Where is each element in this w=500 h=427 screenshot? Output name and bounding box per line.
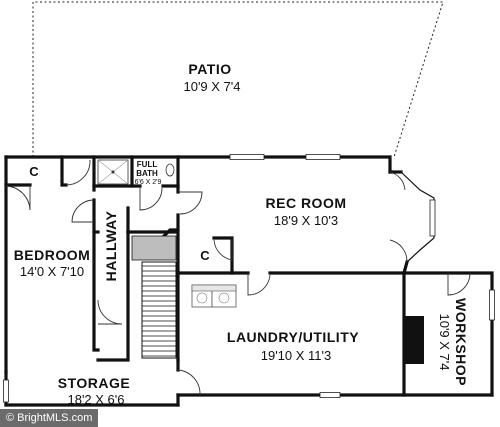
- rec-room-name: REC ROOM: [266, 195, 347, 211]
- workshop-bench: [404, 316, 424, 364]
- closet-mid-label: C: [200, 248, 210, 263]
- patio-dims: 10'9 X 7'4: [183, 79, 240, 94]
- bedroom-name: BEDROOM: [14, 247, 91, 263]
- storage-dims: 18'2 X 6'6: [67, 392, 124, 407]
- bedroom-dims: 14'0 X 7'10: [20, 264, 84, 279]
- workshop-dims: 10'9 X 7'4: [437, 313, 452, 370]
- patio-name: PATIO: [188, 61, 231, 77]
- watermark-badge: © BrightMLS.com: [0, 409, 99, 427]
- workshop-name: WORKSHOP: [453, 298, 469, 386]
- windows: [3, 154, 495, 403]
- door-swings: [5, 159, 471, 396]
- rec-room-dims: 18'9 X 10'3: [274, 213, 338, 228]
- walls: [4, 155, 494, 407]
- hallway-name: HALLWAY: [103, 211, 119, 282]
- bath-name-2: BATH: [136, 169, 158, 178]
- closet-top-label: C: [29, 164, 39, 179]
- stair-treads: [142, 265, 176, 357]
- laundry-appliances: [191, 284, 237, 308]
- laundry-name: LAUNDRY/UTILITY: [227, 329, 359, 345]
- bath-dims: 6'6 X 2'9: [135, 179, 162, 186]
- bath-name-1: FULL: [137, 160, 158, 169]
- laundry-dims: 19'10 X 11'3: [261, 348, 332, 363]
- storage-name: STORAGE: [58, 375, 130, 391]
- staircase: [131, 235, 177, 359]
- bath-fixtures: [97, 159, 175, 185]
- patio-outline: [32, 1, 444, 158]
